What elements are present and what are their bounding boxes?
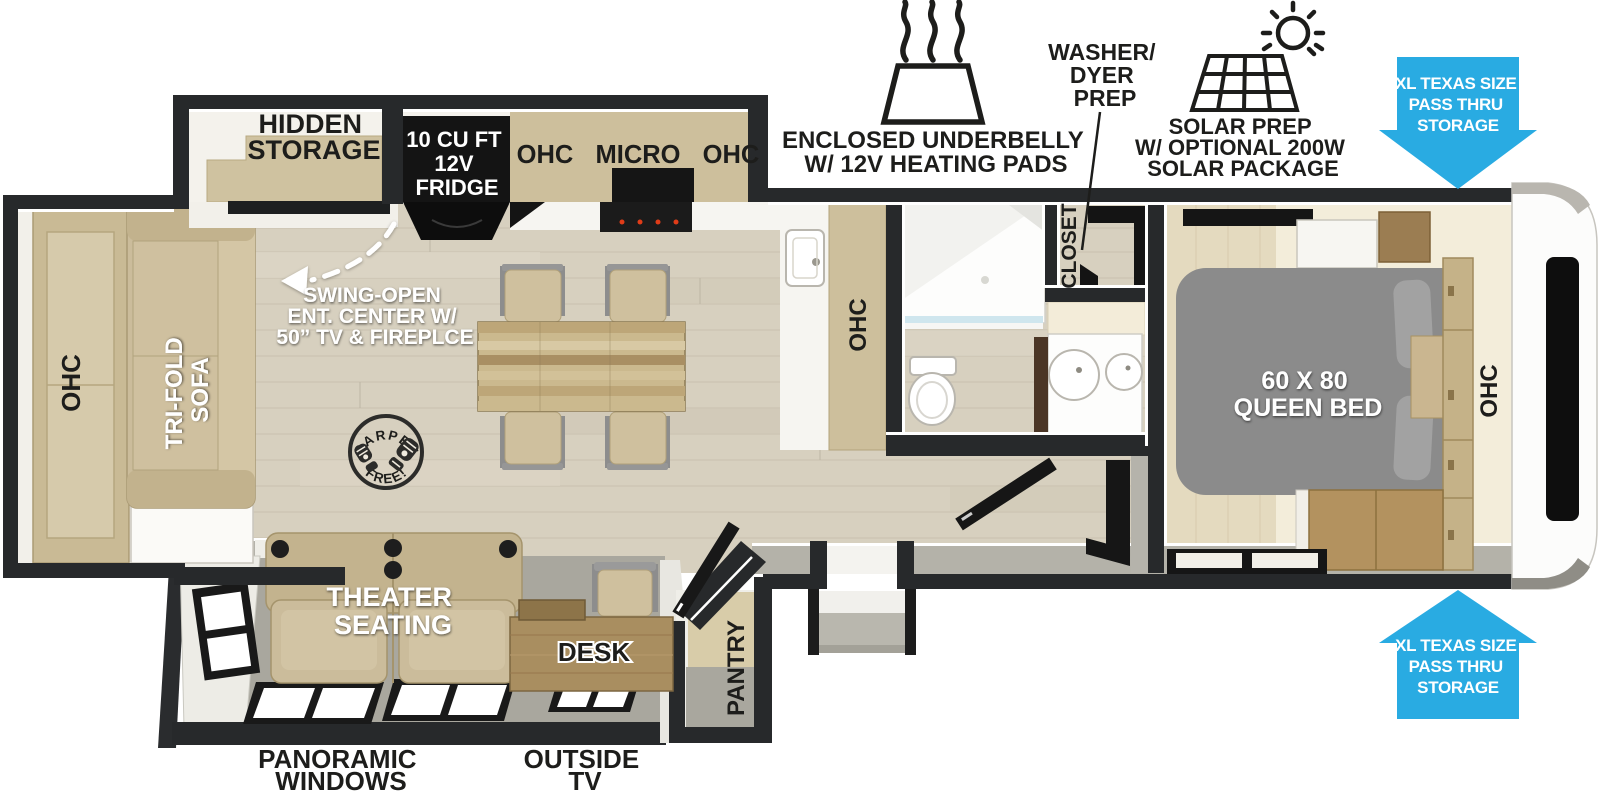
swing-tv-unit [228,201,390,214]
fridge [403,116,545,240]
swing-open-arrow [281,221,397,295]
annotation-washer-dryer: WASHER/ DYER PREP [1048,39,1162,251]
queen-bed [1176,268,1446,495]
swing-open-label: SWING-OPEN ENT. CENTER W/ 50” TV & FIREP… [276,284,473,349]
bathroom-door [1034,337,1048,435]
entry-door-open [955,457,1057,531]
pantry [660,521,772,743]
fridge-label: 10 CU FT 12V FRIDGE [406,127,507,200]
outside-tv-window [548,686,638,712]
down-arrow-icon [1379,57,1537,189]
desk [509,616,674,692]
dining-chair [500,411,565,470]
walls [3,95,1528,589]
desk-area [509,562,674,692]
bed-wardrobe [1442,257,1474,571]
desk-label: DESK [558,637,630,667]
annotation-solar: SOLAR PREP W/ OPTIONAL 200W SOLAR PACKAG… [1135,0,1351,181]
dining-chair [500,264,565,323]
dining-table [477,321,686,412]
washer-dryer-prep-cabinet [1296,219,1378,269]
entry-door-sill [827,546,897,574]
pass-thru-arrow-top: XL TEXAS SIZE PASS THRU STORAGE [1379,57,1537,189]
kitchen-cabinets-label: OHC MICRO OHC [517,141,760,169]
front-cap-slot [1546,257,1579,521]
wall-slide-top [173,95,768,109]
washer-dryer-leader-line [1080,111,1102,251]
bedroom [1167,209,1474,574]
dining-chair [605,411,670,470]
panoramic-window-right [382,679,516,721]
front-cap [1511,182,1598,590]
boot-print-icon [354,437,419,473]
up-arrow-icon [1379,590,1537,719]
dinette [477,264,686,470]
desk-chair [592,562,658,617]
pantry-label: PANTRY [723,620,750,716]
wall-bedroom-divider [1148,202,1164,573]
kitchen [403,108,887,451]
hidden-storage-area [189,135,398,228]
range-hood [612,168,694,202]
pass-thru-top-label: XL TEXAS SIZE PASS THRU STORAGE [1395,74,1521,135]
sun-icon [1275,15,1311,51]
heating-pads-icon [880,0,986,125]
sun-rays-icon [1260,0,1326,57]
washer-dryer-label: WASHER/ DYER PREP [1048,39,1162,111]
wall-bathroom-bottom [886,435,1164,456]
slide-side-window [191,581,261,681]
desk-storage-box [518,599,586,621]
pantry-door [672,521,740,619]
bedroom-ohc-label: OHC [1476,364,1503,417]
kitchen-ohc-label: OHC [845,298,872,351]
bedroom-cabinet [1378,211,1431,263]
kitchen-ohc-cabinet [828,201,887,451]
bedroom-wall-face [1131,446,1148,573]
wall-main-top [768,188,1528,202]
bedroom-dresser [1295,489,1444,571]
kitchen-sink [785,229,825,287]
bathroom [901,201,1150,436]
solar-panel-icon [1189,0,1326,112]
queen-bed-label: 60 X 80 QUEEN BED [1234,367,1383,422]
shower [901,201,1046,329]
theater-seating-label: THEATER SEATING [326,582,459,640]
panoramic-windows-label: PANORAMIC WINDOWS [258,744,424,791]
bedroom-window-top [1183,209,1313,226]
wall-bathroom-left [886,202,902,456]
panoramic-window-left [243,682,384,724]
theater-seating-furniture [265,532,523,684]
pass-thru-arrow-bottom: XL TEXAS SIZE PASS THRU STORAGE [1379,590,1537,719]
entry-steps [808,546,916,655]
underbelly-label: ENCLOSED UNDERBELLY W/ 12V HEATING PADS [782,127,1090,178]
bedroom-window-bottom [1167,549,1327,574]
hall-doors [955,446,1148,573]
rear-ohc-label: OHC [56,354,86,412]
wall-keylines [18,109,1525,546]
toilet [908,356,957,426]
floorplan-labels: HIDDEN STORAGE 10 CU FT 12V FRIDGE OHC M… [56,109,1503,791]
closet-label: CLOSET [1058,203,1081,288]
hidden-storage-label: HIDDEN STORAGE [247,109,380,165]
vanity [1047,296,1146,436]
pass-thru-bottom-label: XL TEXAS SIZE PASS THRU STORAGE [1395,636,1521,697]
tri-fold-sofa-label: TRI-FOLD SOFA [161,331,214,450]
bedroom-door-open [1106,460,1130,558]
bed-headboard-caddy [1410,335,1444,419]
dining-chair [605,264,670,323]
cooktop [600,202,692,232]
annotation-underbelly: ENCLOSED UNDERBELLY W/ 12V HEATING PADS [782,0,1090,178]
solar-label: SOLAR PREP W/ OPTIONAL 200W SOLAR PACKAG… [1135,114,1351,181]
outside-tv-label: OUTSIDE TV [524,744,647,791]
